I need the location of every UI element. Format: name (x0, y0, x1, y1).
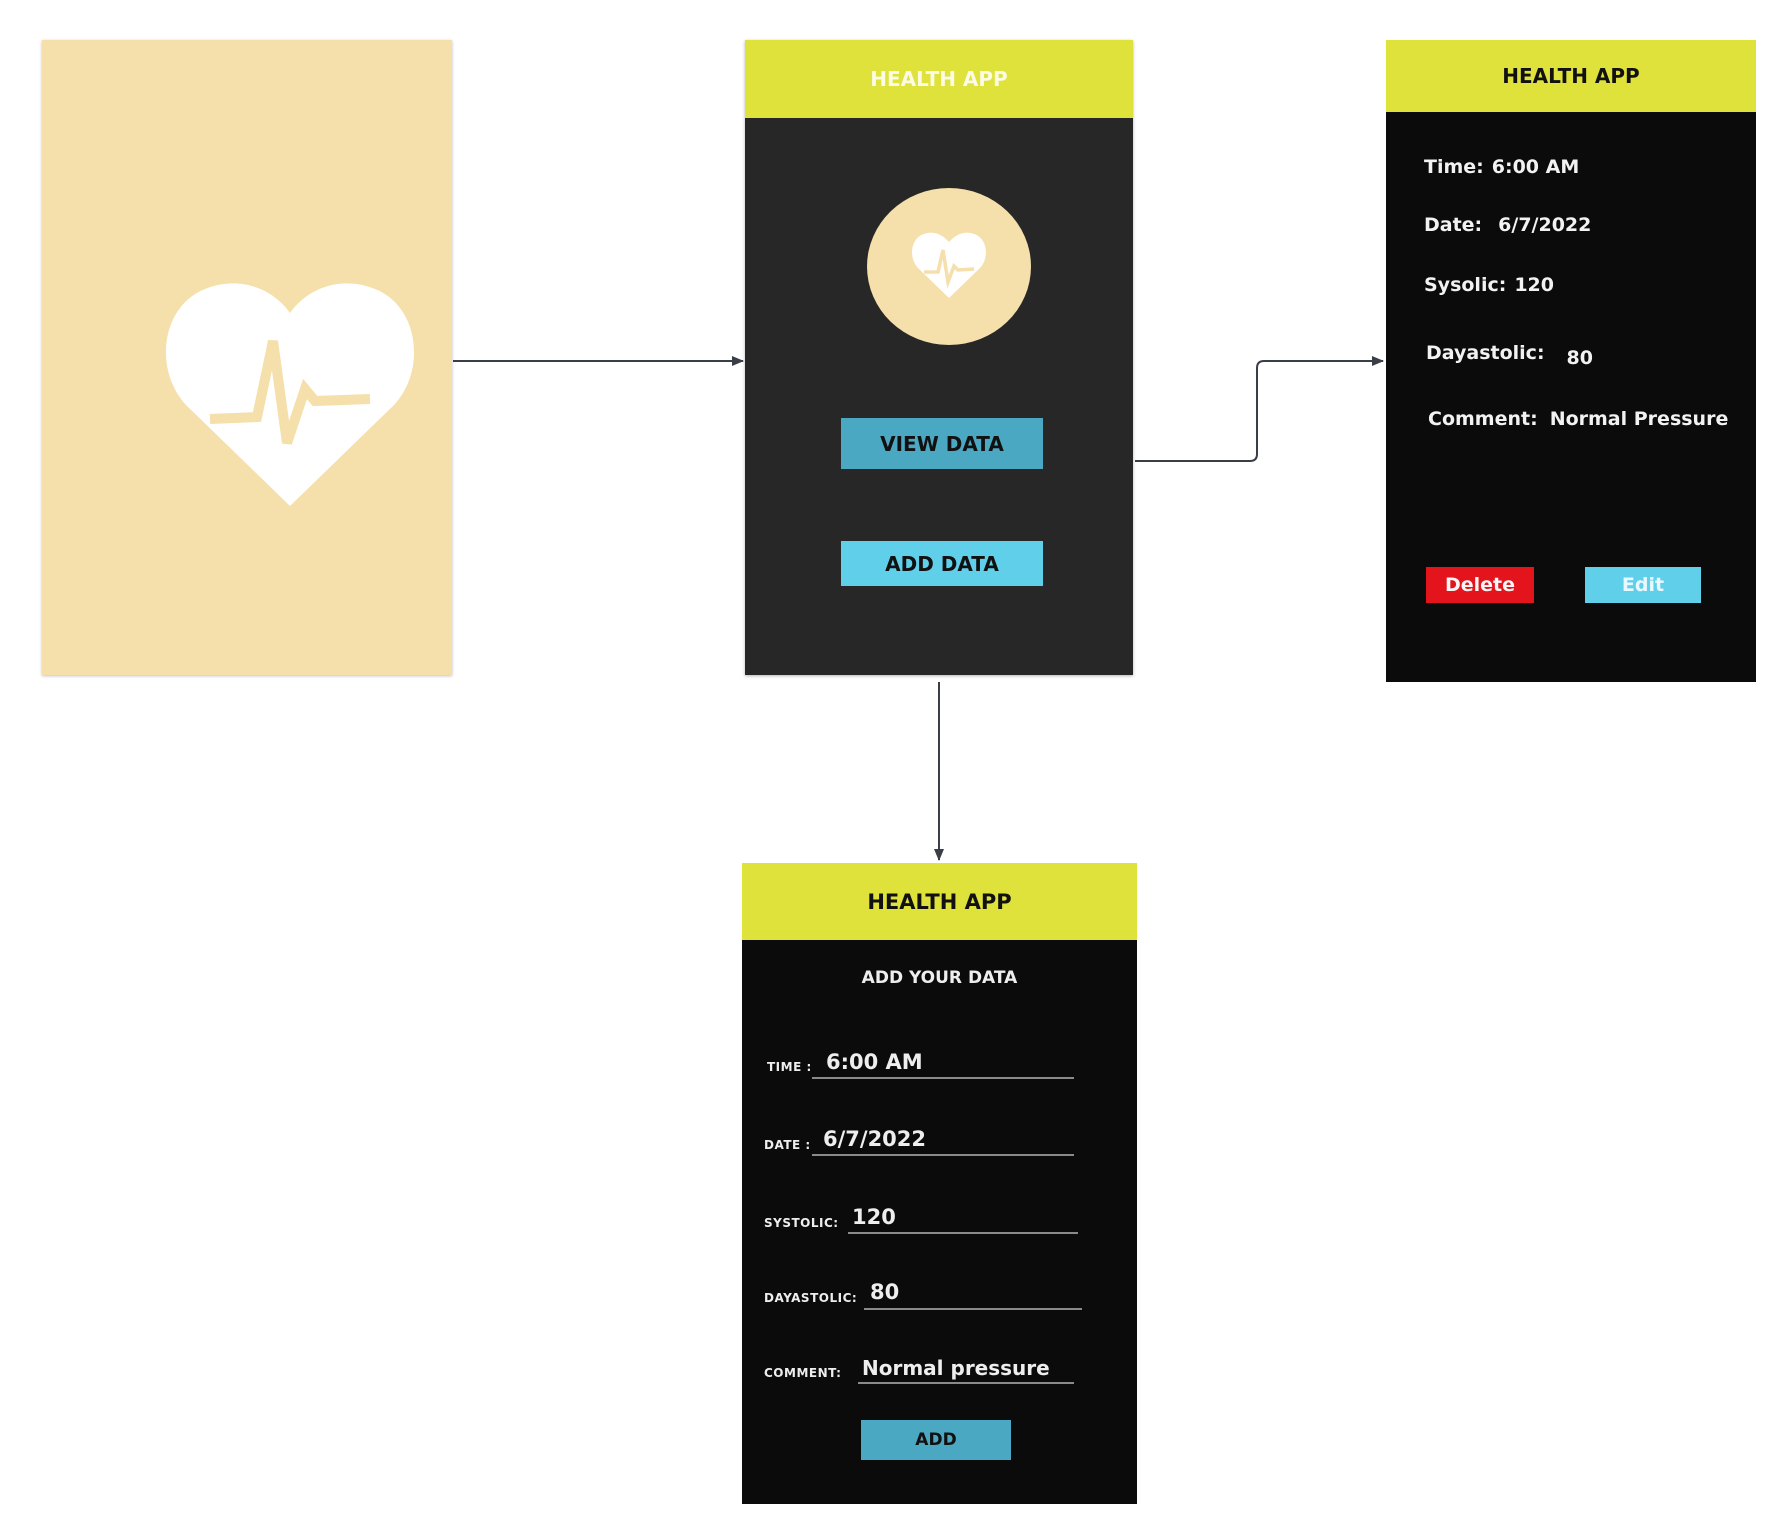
detail-label: Comment: (1428, 408, 1538, 430)
form-title: ADD YOUR DATA (861, 968, 1018, 988)
form-field-date[interactable]: DATE : 6/7/2022 (764, 1127, 1094, 1159)
home-screen: HEALTH APP VIEW DATA ADD DATA (745, 40, 1133, 675)
comment-input-value[interactable]: Normal pressure (862, 1356, 1050, 1380)
form-field-comment[interactable]: COMMENT: Normal pressure (764, 1356, 1104, 1390)
detail-label: Time: (1424, 156, 1484, 178)
form-field-systolic[interactable]: SYSTOLIC: 120 (764, 1205, 1104, 1236)
field-label: DATE : (764, 1138, 811, 1152)
edit-button[interactable]: Edit (1585, 567, 1701, 603)
detail-row-diastolic: Dayastolic: 80 (1426, 342, 1593, 369)
input-underline (848, 1232, 1078, 1234)
systolic-input-value[interactable]: 120 (852, 1205, 896, 1229)
detail-row-comment: Comment: Normal Pressure (1428, 408, 1728, 430)
delete-button[interactable]: Delete (1426, 567, 1534, 603)
app-header: HEALTH APP (1386, 40, 1756, 112)
detail-value: Normal Pressure (1549, 408, 1729, 430)
field-label: TIME : (767, 1060, 812, 1074)
splash-screen (42, 40, 452, 675)
detail-value: 80 (1566, 347, 1593, 369)
app-header: HEALTH APP (745, 40, 1133, 118)
input-underline (858, 1382, 1074, 1384)
add-button[interactable]: ADD (861, 1420, 1011, 1460)
form-field-diastolic[interactable]: DAYASTOLIC: 80 (764, 1280, 1104, 1311)
detail-value: 6:00 AM (1491, 156, 1580, 178)
detail-row-time: Time: 6:00 AM (1424, 156, 1579, 178)
add-data-button[interactable]: ADD DATA (841, 541, 1043, 586)
date-input-value[interactable]: 6/7/2022 (823, 1127, 927, 1151)
detail-value: 120 (1514, 274, 1554, 296)
detail-row-systolic: Sysolic: 120 (1424, 274, 1554, 296)
input-underline (812, 1077, 1074, 1079)
detail-label: Date: (1424, 214, 1483, 236)
view-data-button[interactable]: VIEW DATA (841, 418, 1043, 469)
field-label: COMMENT: (764, 1366, 842, 1380)
input-underline (864, 1308, 1082, 1310)
detail-label: Dayastolic: (1426, 342, 1545, 364)
heart-pulse-icon (912, 232, 986, 298)
app-header: HEALTH APP (742, 863, 1137, 940)
heart-pulse-icon (165, 283, 415, 506)
detail-value: 6/7/2022 (1498, 214, 1592, 236)
detail-row-date: Date: 6/7/2022 (1424, 214, 1591, 236)
field-label: DAYASTOLIC: (764, 1291, 858, 1305)
field-label: SYSTOLIC: (764, 1216, 839, 1230)
input-underline (812, 1154, 1074, 1156)
detail-label: Sysolic: (1424, 274, 1507, 296)
form-field-time[interactable]: TIME : 6:00 AM (767, 1050, 1097, 1081)
add-data-screen: HEALTH APP ADD YOUR DATA TIME : 6:00 AM … (742, 863, 1137, 1504)
logo-circle (867, 188, 1031, 345)
diastolic-input-value[interactable]: 80 (870, 1280, 900, 1304)
arrow-home-to-detail (1135, 356, 1384, 462)
view-data-screen: HEALTH APP Time: 6:00 AM Date: 6/7/2022 Sy… (1386, 40, 1756, 682)
time-input-value[interactable]: 6:00 AM (826, 1050, 923, 1074)
